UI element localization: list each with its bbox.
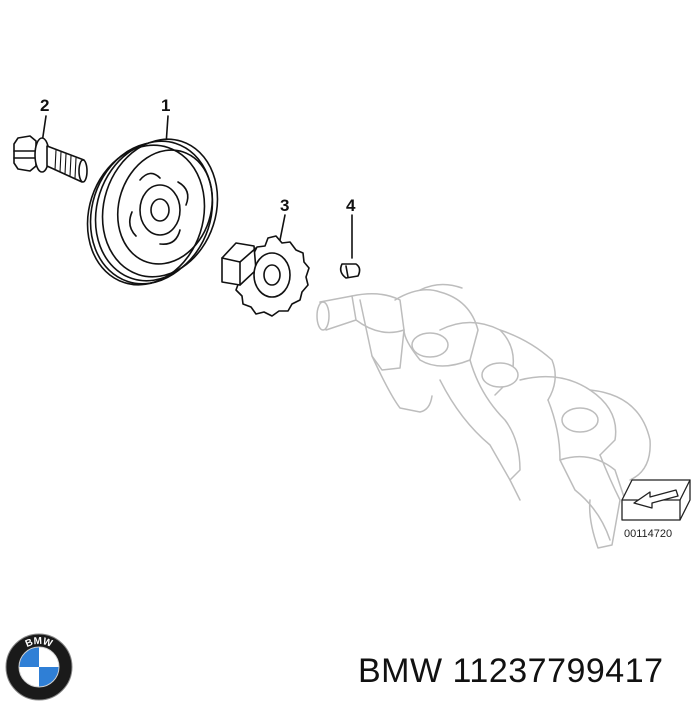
callout-3: 3	[280, 196, 290, 215]
svg-text:BMW: BMW	[24, 636, 54, 650]
part-number: 11237799417	[452, 652, 664, 690]
part-caption: BMW 11237799417	[358, 652, 664, 691]
callout-4: 4	[346, 196, 356, 215]
direction-arrow-icon	[621, 479, 691, 521]
bolt-part-2	[13, 135, 88, 183]
callout-2: 2	[40, 96, 50, 115]
sprocket-part-3	[221, 235, 310, 317]
crankshaft	[316, 283, 651, 549]
bmw-logo-icon: BMW	[5, 633, 73, 701]
leader-line-3	[279, 214, 286, 241]
brand-name: BMW	[358, 652, 443, 690]
pulley-part-1	[86, 138, 219, 286]
woodruff-key-part-4	[339, 263, 361, 279]
callout-1: 1	[161, 96, 171, 115]
diagram-reference-code: 00114720	[624, 528, 673, 540]
